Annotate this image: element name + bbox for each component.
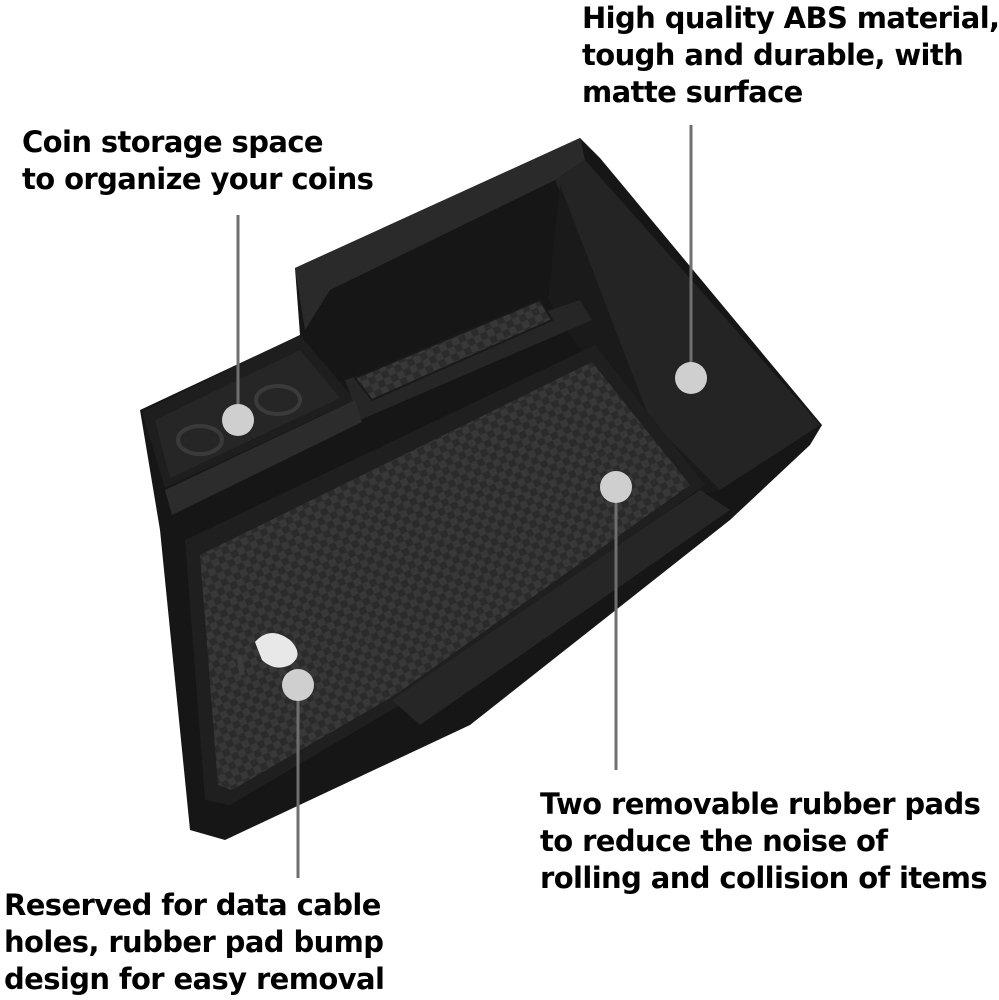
caption-line: tough and durable, with bbox=[582, 38, 964, 72]
caption-line: holes, rubber pad bump bbox=[4, 925, 384, 959]
tray-right-wall bbox=[555, 160, 820, 490]
coin-slot-left bbox=[176, 424, 224, 456]
caption-line: to organize your coins bbox=[22, 162, 374, 196]
caption-abs-material: High quality ABS material, tough and dur… bbox=[582, 0, 999, 111]
small-rubber-pad bbox=[353, 298, 554, 402]
cable-hole bbox=[255, 632, 298, 668]
leader-lines bbox=[236, 125, 693, 878]
callout-markers bbox=[222, 362, 707, 701]
caption-line: Coin storage space bbox=[22, 125, 324, 159]
caption-line: matte surface bbox=[582, 75, 803, 109]
caption-line: High quality ABS material, bbox=[582, 1, 999, 35]
caption-cable-holes: Reserved for data cable holes, rubber pa… bbox=[4, 887, 385, 998]
caption-line: Two removable rubber pads bbox=[540, 787, 981, 821]
tray-bottom-lip bbox=[392, 490, 730, 725]
marker-cable bbox=[282, 669, 314, 701]
marker-pads bbox=[600, 471, 632, 503]
caption-rubber-pads: Two removable rubber pads to reduce the … bbox=[540, 786, 988, 897]
caption-line: to reduce the noise of bbox=[540, 824, 888, 858]
marker-abs bbox=[675, 362, 707, 394]
caption-line: rolling and collision of items bbox=[540, 861, 988, 895]
tray-right-inner bbox=[548, 185, 720, 495]
caption-line: design for easy removal bbox=[4, 962, 385, 996]
main-rubber-pad bbox=[200, 362, 690, 790]
caption-line: Reserved for data cable bbox=[4, 888, 381, 922]
organizer-tray bbox=[140, 138, 822, 840]
caption-coin-storage: Coin storage space to organize your coin… bbox=[22, 124, 374, 198]
tray-back-wall bbox=[295, 138, 585, 330]
cable-hole-notch bbox=[236, 654, 245, 676]
coin-slot-right bbox=[254, 384, 302, 416]
marker-coin bbox=[222, 404, 254, 436]
tray-front-lip bbox=[165, 400, 362, 515]
